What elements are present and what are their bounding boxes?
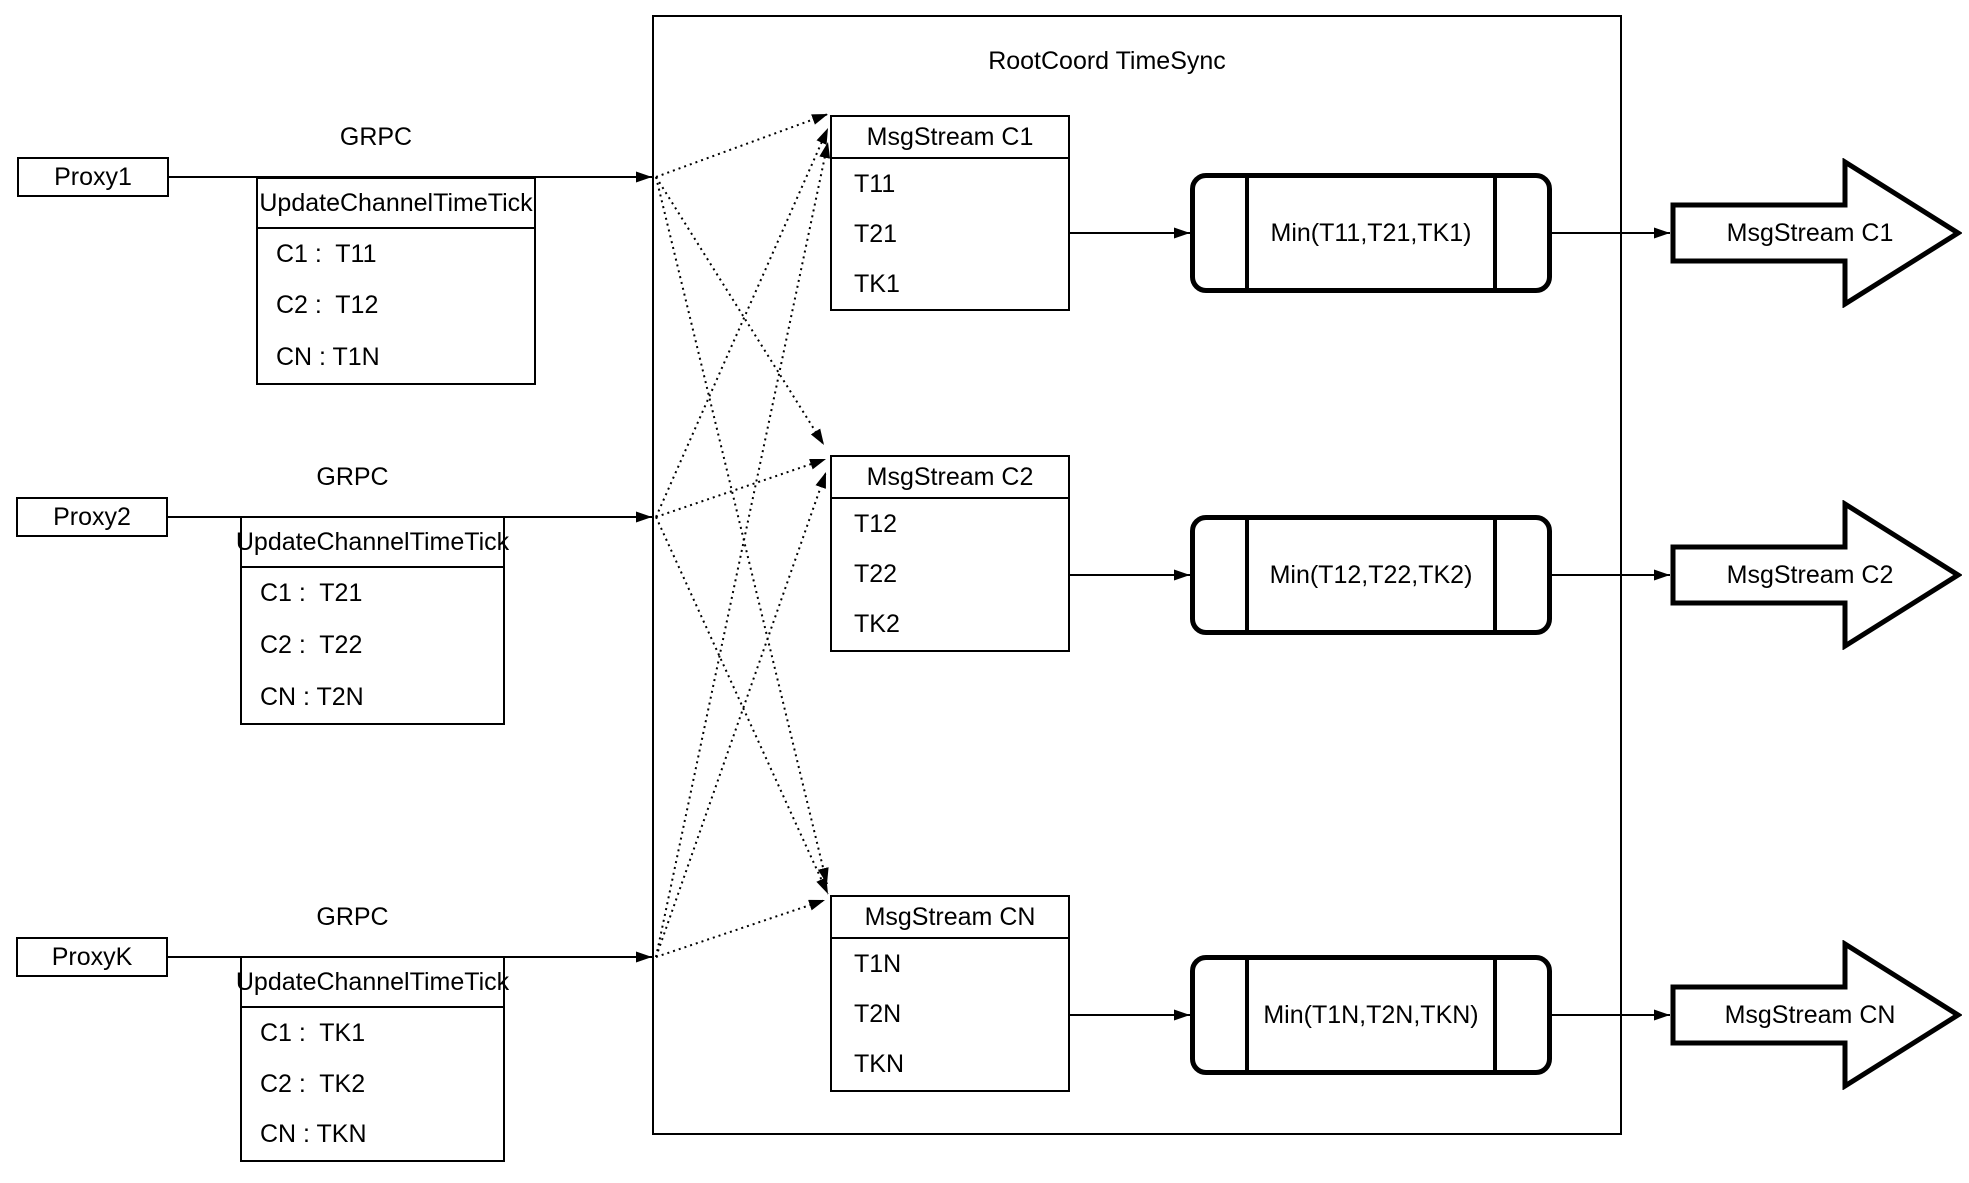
output-arrow-label-c1: MsgStream C1 <box>1726 218 1894 247</box>
fanout-line-p1-c1 <box>655 113 829 178</box>
output-arrow-c1: MsgStream C1 <box>1670 158 1962 308</box>
update-table-header: UpdateChannelTimeTick <box>236 518 509 568</box>
proxy1-label: Proxy1 <box>54 162 132 191</box>
msgstream-table-row: T11 <box>854 169 896 198</box>
fanout-line-p2-c1 <box>655 127 829 518</box>
min-box-left-divider <box>1245 960 1249 1070</box>
proxyk-label: ProxyK <box>51 942 133 971</box>
msgstream-table-row: T2N <box>854 999 902 1028</box>
min-reducer-c2: Min(T12,T22,TK2) <box>1190 515 1552 635</box>
update-table-row: CN : T2N <box>260 682 364 711</box>
msgstream-table-row: TK1 <box>854 269 900 298</box>
msgstream-table-row: TKN <box>854 1050 904 1079</box>
msgstream-table-row: T1N <box>854 949 902 978</box>
msgstream-table-header: MsgStream CN <box>832 897 1068 939</box>
msgstream-c2-table: MsgStream C2 T12 T22 TK2 <box>830 455 1070 652</box>
output-arrow-cn: MsgStream CN <box>1670 940 1962 1090</box>
grpc-label-row2: GRPC <box>316 463 389 491</box>
msgstream-table-header: MsgStream C2 <box>832 457 1068 499</box>
output-arrow-c2: MsgStream C2 <box>1670 500 1962 650</box>
update-table-body: C1 : T21 C2 : T22 CN : T2N <box>242 568 503 723</box>
min-box-right-divider <box>1493 178 1497 288</box>
update-table-row: C1 : TK1 <box>260 1018 366 1047</box>
fanout-line-pk-c1 <box>655 141 831 958</box>
msgstream-c1-table: MsgStream C1 T11 T21 TK1 <box>830 115 1070 311</box>
msgstream-table-row: TK2 <box>854 610 900 639</box>
min-label-c2: Min(T12,T22,TK2) <box>1269 560 1473 589</box>
update-table-row: C2 : T22 <box>260 631 363 659</box>
output-arrow-shape <box>1670 500 1962 650</box>
update-table-row: CN : TKN <box>260 1120 367 1149</box>
update-channel-timetick-table-proxy2: UpdateChannelTimeTick C1 : T21 C2 : T22 … <box>236 516 509 725</box>
msgstream-table-body: T12 T22 TK2 <box>832 499 1068 650</box>
update-table-header: UpdateChannelTimeTick <box>258 179 534 229</box>
min-label-c1: Min(T11,T21,TK1) <box>1270 218 1472 247</box>
update-table-row: C2 : TK2 <box>260 1069 366 1098</box>
min-label-cn: Min(T1N,T2N,TKN) <box>1263 1000 1479 1029</box>
update-table-row: C1 : T11 <box>276 240 377 269</box>
min-box-left-divider <box>1245 178 1249 288</box>
msgstream-table-row: T22 <box>854 559 898 588</box>
update-table-row: C2 : T12 <box>276 291 379 320</box>
update-table-body: C1 : TK1 C2 : TK2 CN : TKN <box>242 1008 503 1160</box>
min-box-right-divider <box>1493 520 1497 630</box>
msgstream-table-header: MsgStream C1 <box>832 117 1068 159</box>
grpc-label-row1: GRPC <box>339 123 413 151</box>
proxy2-label: Proxy2 <box>53 502 131 531</box>
output-arrow-label-cn: MsgStream CN <box>1724 1000 1896 1029</box>
min-box-left-divider <box>1245 520 1249 630</box>
grpc-label-row3: GRPC <box>316 903 389 931</box>
msgstream-table-body: T1N T2N TKN <box>832 939 1068 1090</box>
update-channel-timetick-table-proxy1: UpdateChannelTimeTick C1 : T11 C2 : T12 … <box>256 177 536 385</box>
update-channel-timetick-table-proxyk: UpdateChannelTimeTick C1 : TK1 C2 : TK2 … <box>236 956 509 1162</box>
msgstream-cn-table: MsgStream CN T1N T2N TKN <box>830 895 1070 1092</box>
update-table-row: C1 : T21 <box>260 579 363 608</box>
min-reducer-c1: Min(T11,T21,TK1) <box>1190 173 1552 293</box>
fanout-line-p1-cn <box>655 176 829 885</box>
min-reducer-cn: Min(T1N,T2N,TKN) <box>1190 955 1552 1075</box>
update-table-header: UpdateChannelTimeTick <box>236 958 509 1008</box>
msgstream-table-body: T11 T21 TK1 <box>832 159 1068 309</box>
proxy1-node: Proxy1 <box>17 157 169 197</box>
rootcoord-timesync-title: RootCoord TimeSync <box>988 47 1226 75</box>
proxyk-node: ProxyK <box>16 937 168 977</box>
msgstream-table-row: T12 <box>854 509 898 538</box>
rootcoord-timesync-box: RootCoord TimeSync <box>652 15 1622 1135</box>
update-table-row: CN : T1N <box>276 342 380 371</box>
proxy2-node: Proxy2 <box>16 497 168 537</box>
output-arrow-shape <box>1670 158 1962 308</box>
output-arrow-label-c2: MsgStream C2 <box>1726 560 1894 589</box>
msgstream-table-row: T21 <box>854 219 898 248</box>
output-arrow-shape <box>1670 940 1962 1090</box>
update-table-body: C1 : T11 C2 : T12 CN : T1N <box>258 229 534 383</box>
fanout-line-pk-c2 <box>655 471 827 958</box>
min-box-right-divider <box>1493 960 1497 1070</box>
